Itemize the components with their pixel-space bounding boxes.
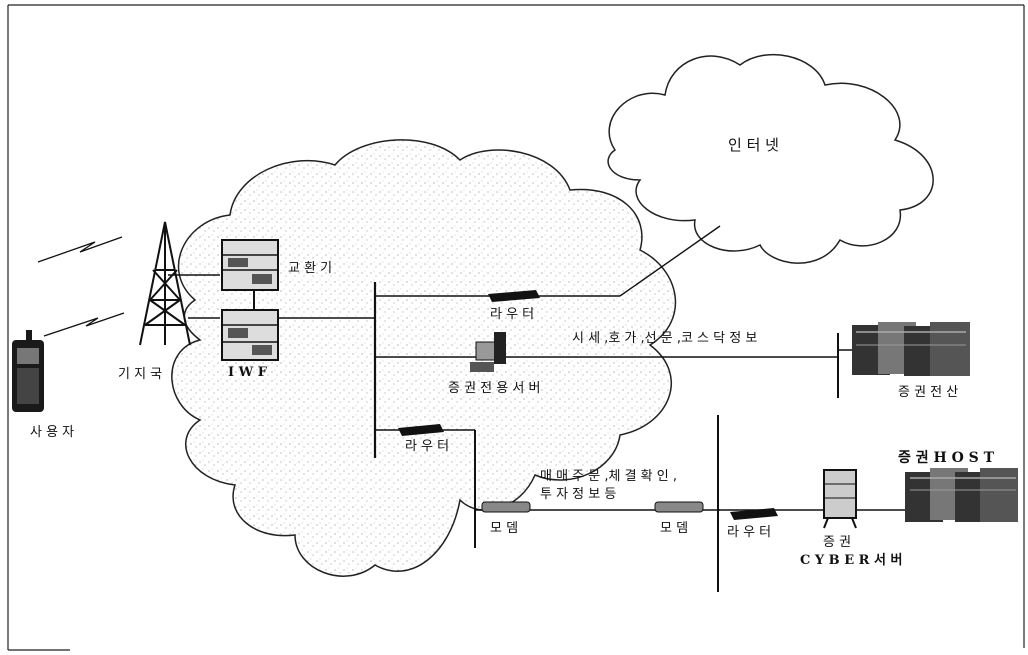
label-securities-computing: 증 권 전 산 xyxy=(898,385,958,400)
label-server-text: 시 세 ,호 가 ,선 문 ,코 스 닥 정 보 xyxy=(572,331,757,346)
internet-cloud xyxy=(608,55,933,264)
label-router-mid: 라 우 터 xyxy=(405,439,449,454)
iwf-rack-icon xyxy=(222,310,278,360)
label-modem-2: 모 뎀 xyxy=(660,521,688,536)
label-modem-1: 모 뎀 xyxy=(490,521,518,536)
label-host: 증 권 H O S T xyxy=(898,450,995,466)
label-router-right: 라 우 터 xyxy=(727,525,771,540)
label-trade-text-1: 매 매 주 문 ,체 결 확 인 , xyxy=(540,469,677,484)
exchange-rack-icon xyxy=(222,240,278,290)
label-exchange: 교 환 기 xyxy=(288,261,332,276)
wireless-signal-icon xyxy=(38,237,124,336)
label-router-top: 라 우 터 xyxy=(490,307,534,322)
label-securities-server: 증 권 전 용 서 버 xyxy=(448,381,540,396)
modem-1-icon xyxy=(482,502,530,512)
label-internet: 인 터 넷 xyxy=(728,136,779,154)
label-base-station: 기 지 국 xyxy=(118,367,162,382)
label-user: 사 용 자 xyxy=(30,425,74,440)
host-servers-icon xyxy=(905,468,1018,522)
mobile-phone-icon xyxy=(12,330,44,412)
label-iwf: I W F xyxy=(228,365,268,380)
modem-2-icon xyxy=(655,502,703,512)
securities-computing-servers-icon xyxy=(852,322,970,376)
cyber-server-icon xyxy=(824,470,856,528)
label-cyber-server-2: C Y B E R 서 버 xyxy=(800,552,902,568)
label-cyber-server-1: 증 권 xyxy=(823,535,851,550)
label-trade-text-2: 투 자 정 보 등 xyxy=(540,487,616,502)
